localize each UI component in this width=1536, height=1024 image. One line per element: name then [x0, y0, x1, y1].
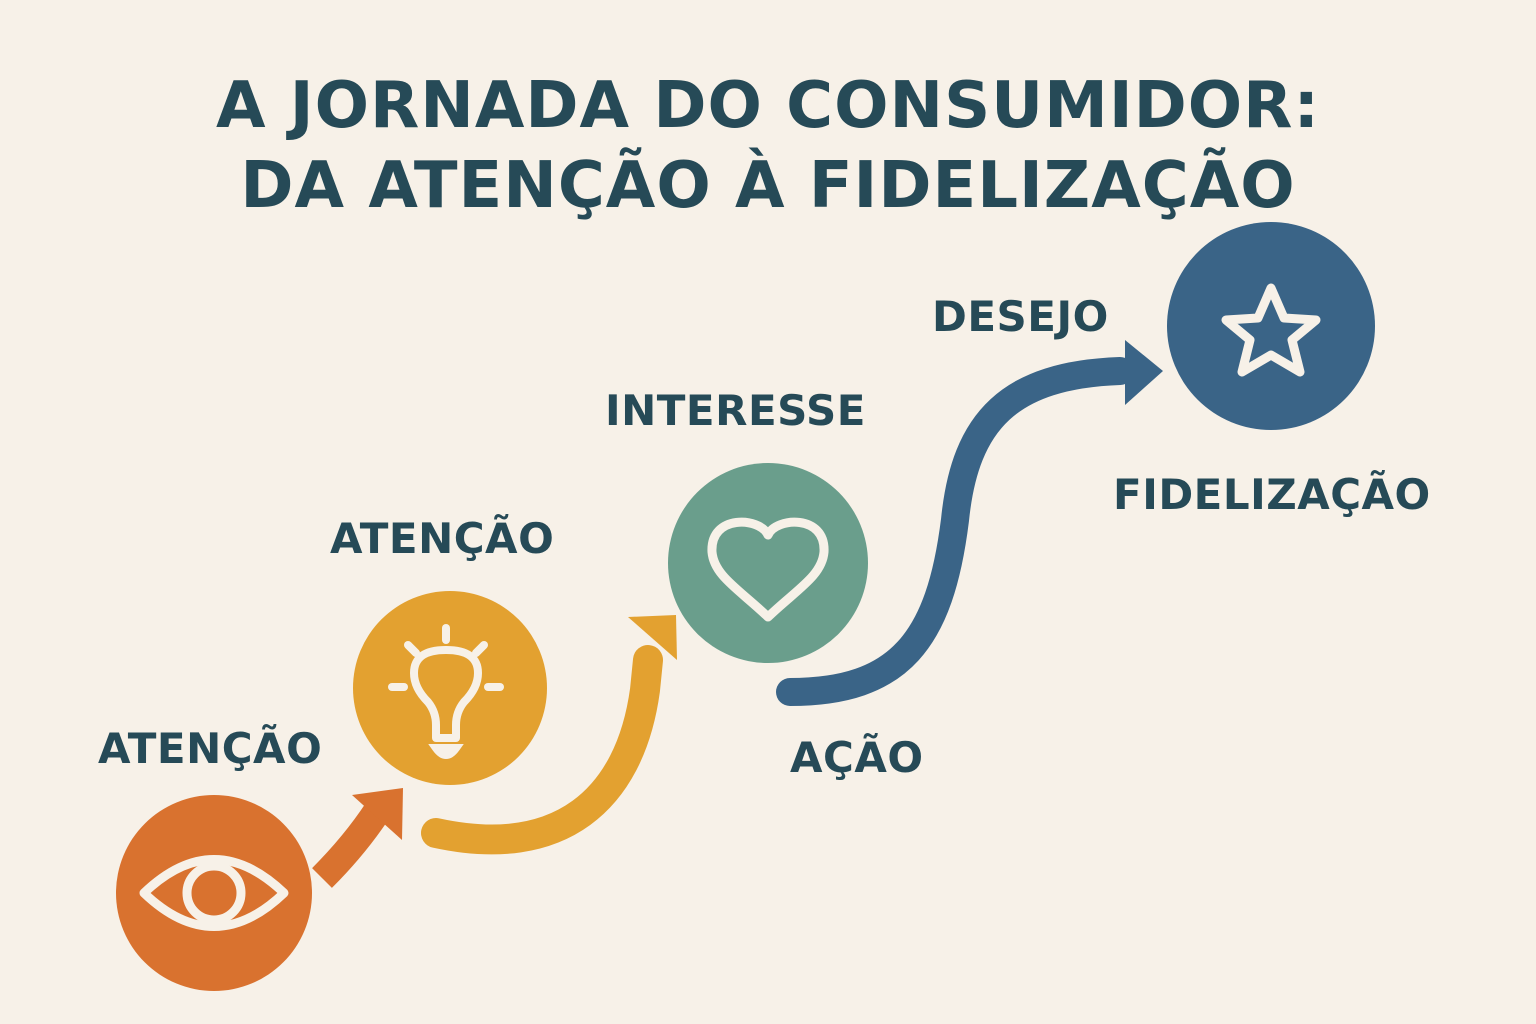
lightbulb-icon	[388, 624, 504, 759]
stage-idea-circle	[353, 591, 547, 785]
arrow-label-action: AÇÃO	[790, 733, 924, 782]
page-title-line-2: DA ATENÇÃO À FIDELIZAÇÃO	[240, 149, 1296, 223]
eye-icon	[139, 855, 289, 931]
stage-attention-circle	[116, 795, 312, 991]
arrow-label-desire: DESEJO	[932, 292, 1109, 341]
stage-interest-circle	[668, 463, 868, 663]
heart-icon	[707, 517, 829, 622]
stage-label-attention-2: ATENÇÃO	[330, 514, 555, 563]
arrow-attention-to-idea	[312, 788, 403, 888]
stage-label-attention: ATENÇÃO	[98, 724, 323, 773]
stage-loyalty-circle	[1167, 222, 1375, 430]
arrow-idea-to-interest	[421, 615, 677, 855]
page-title-line-1: A JORNADA DO CONSUMIDOR:	[215, 69, 1321, 143]
stage-label-interest: INTERESSE	[605, 386, 866, 435]
arrow-action-to-loyalty	[776, 340, 1163, 706]
stage-label-loyalty: FIDELIZAÇÃO	[1113, 470, 1431, 519]
star-icon	[1221, 283, 1321, 377]
